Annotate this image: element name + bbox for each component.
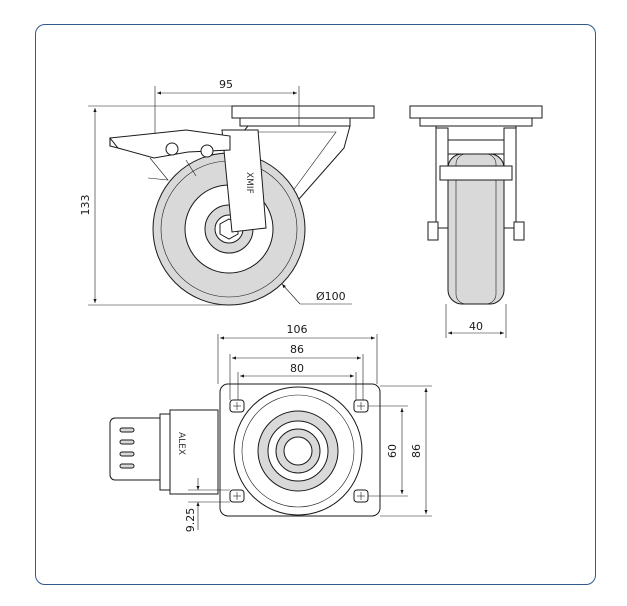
mounting-hole-top-left xyxy=(229,399,245,413)
dim-plate-width: 106 xyxy=(287,323,308,336)
top-view: ALEX 106 xyxy=(109,323,432,533)
brake-brand-mark: ALEX xyxy=(176,432,186,455)
front-axle-right xyxy=(513,221,525,241)
side-brake-lever xyxy=(109,129,231,181)
dim-wheel-diameter: Ø100 xyxy=(316,290,346,303)
dim-hole-spacing-inner: 80 xyxy=(290,362,304,375)
front-view: 40 xyxy=(409,105,543,338)
front-axle-left xyxy=(427,221,439,241)
dim-side-offset: 95 xyxy=(219,78,233,91)
wheel-brand-mark: XMIF xyxy=(244,172,254,194)
dim-overall-height: 133 xyxy=(79,195,92,216)
dim-plate-depth: 86 xyxy=(410,444,423,458)
dim-wheel-width: 40 xyxy=(469,320,483,333)
dim-hole-spacing-depth: 60 xyxy=(386,444,399,458)
mounting-hole-bottom-right xyxy=(353,489,369,503)
front-top-plate xyxy=(409,105,543,119)
side-view: XMIF 95 133 Ø100 xyxy=(79,78,375,306)
top-brake-pedal: ALEX xyxy=(109,409,219,495)
mounting-hole-bottom-left xyxy=(229,489,245,503)
dim-hole-spacing-outer: 86 xyxy=(290,343,304,356)
mounting-hole-top-right xyxy=(353,399,369,413)
dim-slot-size: 9.25 xyxy=(184,508,197,533)
side-top-plate xyxy=(231,105,375,119)
